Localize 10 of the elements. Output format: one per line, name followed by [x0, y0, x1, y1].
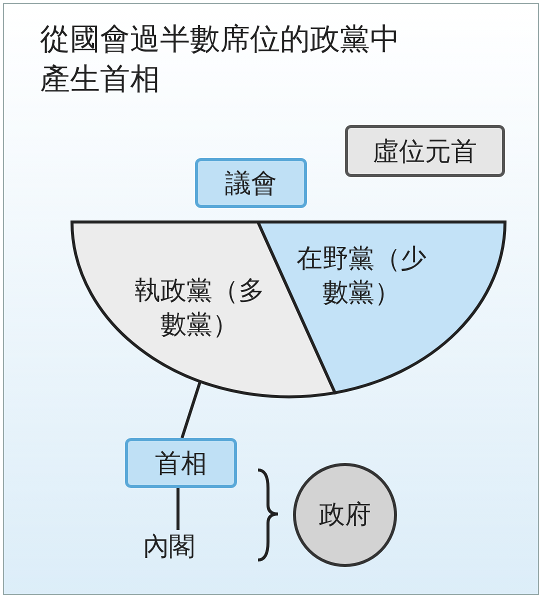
sector-label: 執政黨（多數黨） — [134, 275, 266, 342]
circle-label: 政府 — [318, 499, 372, 532]
connector-line — [176, 488, 180, 530]
label-box: 虛位元首 — [345, 125, 505, 177]
connector-line — [180, 382, 202, 438]
title: 從國會過半數席位的政黨中產生首相 — [40, 21, 401, 99]
label-box: 議會 — [195, 158, 307, 208]
sector-label: 在野黨（少數黨） — [296, 243, 428, 310]
node-label: 內閣 — [143, 530, 195, 564]
label-box: 首相 — [125, 438, 237, 488]
